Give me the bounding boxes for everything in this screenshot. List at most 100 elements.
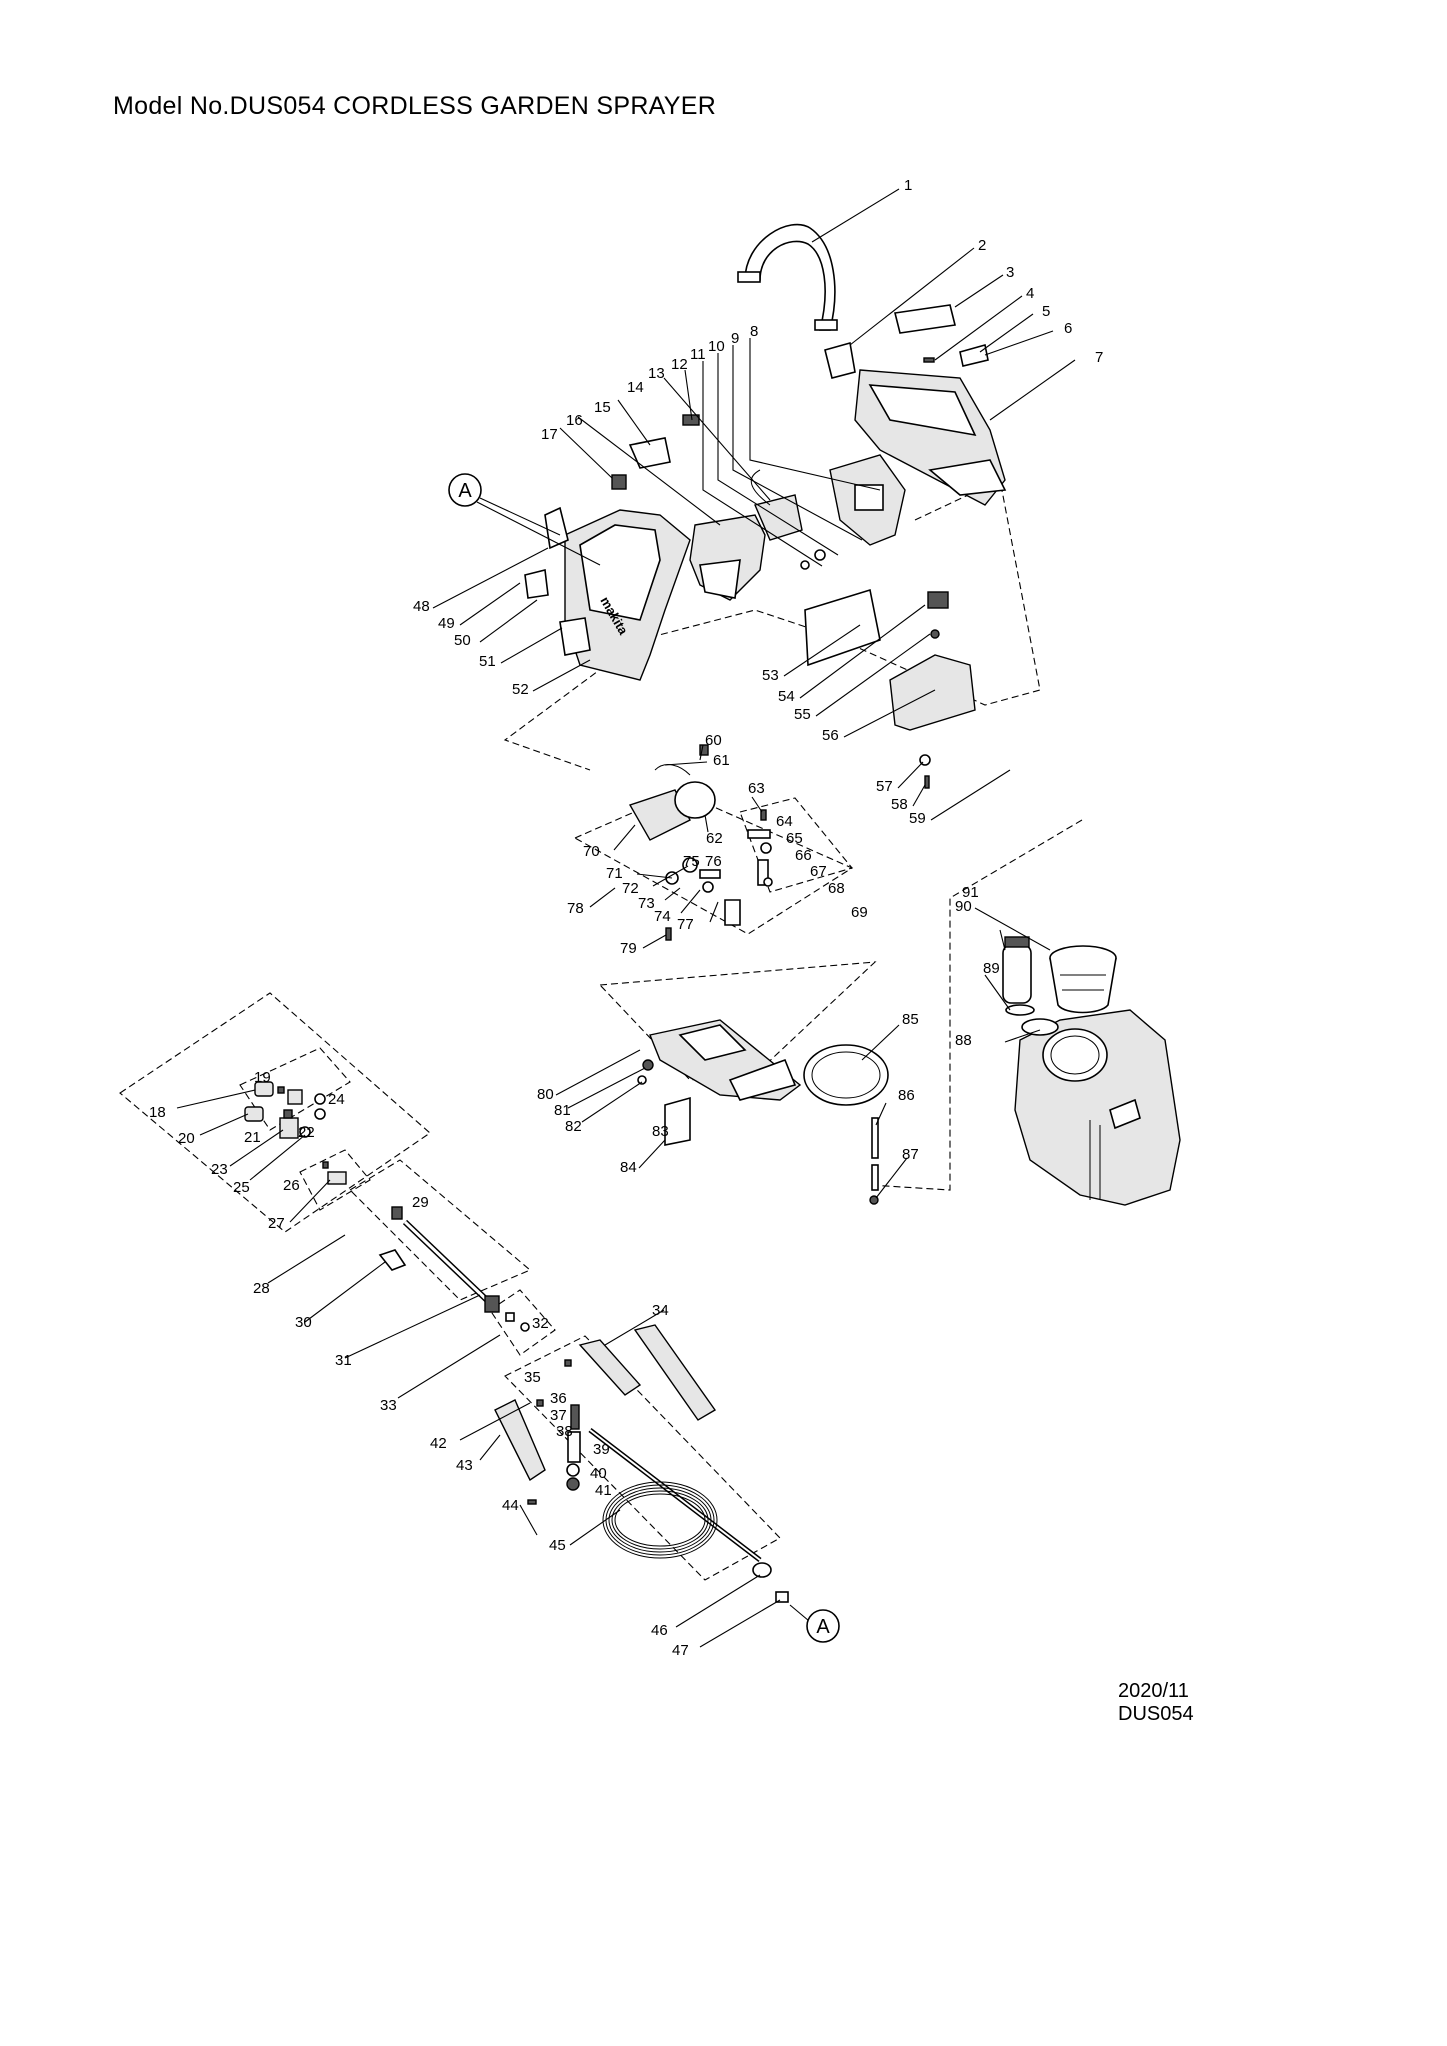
part-label-71: 71 xyxy=(606,865,623,882)
part-label-81: 81 xyxy=(554,1102,571,1119)
part-label-12: 12 xyxy=(671,356,688,373)
part-label-48: 48 xyxy=(413,598,430,615)
ref-mark-lower: A xyxy=(806,1609,840,1643)
part-label-73: 73 xyxy=(638,895,655,912)
part-label-36: 36 xyxy=(550,1390,567,1407)
part-label-88: 88 xyxy=(955,1032,972,1049)
ref-mark-upper: A xyxy=(448,473,482,507)
part-label-8: 8 xyxy=(750,323,758,340)
part-label-70: 70 xyxy=(583,843,600,860)
leader-lines xyxy=(176,188,1076,1648)
strainer-and-cup xyxy=(1002,936,1117,1036)
part-label-57: 57 xyxy=(876,778,893,795)
part-label-79: 79 xyxy=(620,940,637,957)
part-label-21: 21 xyxy=(244,1129,261,1146)
handle-parts xyxy=(494,1324,762,1562)
upper-housing-cover xyxy=(854,369,1007,506)
main-housing: makita xyxy=(524,506,691,681)
part-label-90: 90 xyxy=(955,898,972,915)
part-label-13: 13 xyxy=(648,365,665,382)
part-label-20: 20 xyxy=(178,1130,195,1147)
part-label-7: 7 xyxy=(1095,349,1103,366)
part-label-59: 59 xyxy=(909,810,926,827)
part-label-5: 5 xyxy=(1042,303,1050,320)
part-label-51: 51 xyxy=(479,653,496,670)
part-label-28: 28 xyxy=(253,1280,270,1297)
part-label-25: 25 xyxy=(233,1179,250,1196)
part-label-30: 30 xyxy=(295,1314,312,1331)
part-label-84: 84 xyxy=(620,1159,637,1176)
label-plates xyxy=(824,304,989,379)
part-label-86: 86 xyxy=(898,1087,915,1104)
part-label-40: 40 xyxy=(590,1465,607,1482)
part-label-31: 31 xyxy=(335,1352,352,1369)
part-label-1: 1 xyxy=(904,177,912,194)
part-label-35: 35 xyxy=(524,1369,541,1386)
filter-parts xyxy=(803,1044,889,1205)
inner-housing xyxy=(800,454,906,570)
part-label-19: 19 xyxy=(254,1069,271,1086)
part-label-53: 53 xyxy=(762,667,779,684)
part-label-83: 83 xyxy=(652,1123,669,1140)
part-label-63: 63 xyxy=(748,780,765,797)
tank-icon xyxy=(1014,1009,1181,1206)
part-label-87: 87 xyxy=(902,1146,919,1163)
svg-text:A: A xyxy=(816,1616,830,1638)
part-label-44: 44 xyxy=(502,1497,519,1514)
part-label-67: 67 xyxy=(810,863,827,880)
part-label-32: 32 xyxy=(532,1315,549,1332)
part-label-29: 29 xyxy=(412,1194,429,1211)
part-label-76: 76 xyxy=(705,853,722,870)
part-label-16: 16 xyxy=(566,412,583,429)
part-label-17: 17 xyxy=(541,426,558,443)
part-label-91: 91 xyxy=(962,884,979,901)
part-label-34: 34 xyxy=(652,1302,669,1319)
part-label-3: 3 xyxy=(1006,264,1014,281)
part-label-22: 22 xyxy=(298,1124,315,1141)
part-label-39: 39 xyxy=(593,1441,610,1458)
shoulder-strap-icon xyxy=(737,223,838,331)
part-label-56: 56 xyxy=(822,727,839,744)
part-label-58: 58 xyxy=(891,796,908,813)
part-label-45: 45 xyxy=(549,1537,566,1554)
spray-lance-icon xyxy=(378,1206,530,1332)
part-label-60: 60 xyxy=(705,732,722,749)
part-label-4: 4 xyxy=(1026,285,1034,302)
part-label-61: 61 xyxy=(713,752,730,769)
base-plate xyxy=(637,1019,802,1146)
part-label-23: 23 xyxy=(211,1161,228,1178)
part-label-10: 10 xyxy=(708,338,725,355)
part-label-49: 49 xyxy=(438,615,455,632)
part-label-72: 72 xyxy=(622,880,639,897)
nozzle-parts xyxy=(244,1081,347,1185)
page-title: Model No.DUS054 CORDLESS GARDEN SPRAYER xyxy=(113,92,717,120)
part-label-78: 78 xyxy=(567,900,584,917)
battery-cover xyxy=(689,514,766,601)
footer: 2020/11 DUS054 xyxy=(1118,1680,1194,1726)
part-label-77: 77 xyxy=(677,916,694,933)
footer-model: DUS054 xyxy=(1118,1703,1194,1725)
part-number-labels: 1 2 3 4 5 6 7 8 9 10 11 12 13 14 15 16 1… xyxy=(149,177,1103,1659)
part-label-11: 11 xyxy=(690,346,706,363)
part-label-66: 66 xyxy=(795,847,812,864)
part-label-14: 14 xyxy=(627,379,644,396)
part-label-75: 75 xyxy=(683,853,700,870)
part-label-46: 46 xyxy=(651,1622,668,1639)
part-label-65: 65 xyxy=(786,830,803,847)
fittings-right xyxy=(724,809,773,926)
part-label-80: 80 xyxy=(537,1086,554,1103)
part-label-2: 2 xyxy=(978,237,986,254)
part-label-37: 37 xyxy=(550,1407,567,1424)
part-label-74: 74 xyxy=(654,908,671,925)
part-label-68: 68 xyxy=(828,880,845,897)
part-label-43: 43 xyxy=(456,1457,473,1474)
part-label-18: 18 xyxy=(149,1104,166,1121)
part-label-42: 42 xyxy=(430,1435,447,1452)
part-label-33: 33 xyxy=(380,1397,397,1414)
part-label-26: 26 xyxy=(283,1177,300,1194)
part-label-9: 9 xyxy=(731,330,739,347)
part-label-15: 15 xyxy=(594,399,611,416)
part-label-62: 62 xyxy=(706,830,723,847)
part-label-54: 54 xyxy=(778,688,795,705)
